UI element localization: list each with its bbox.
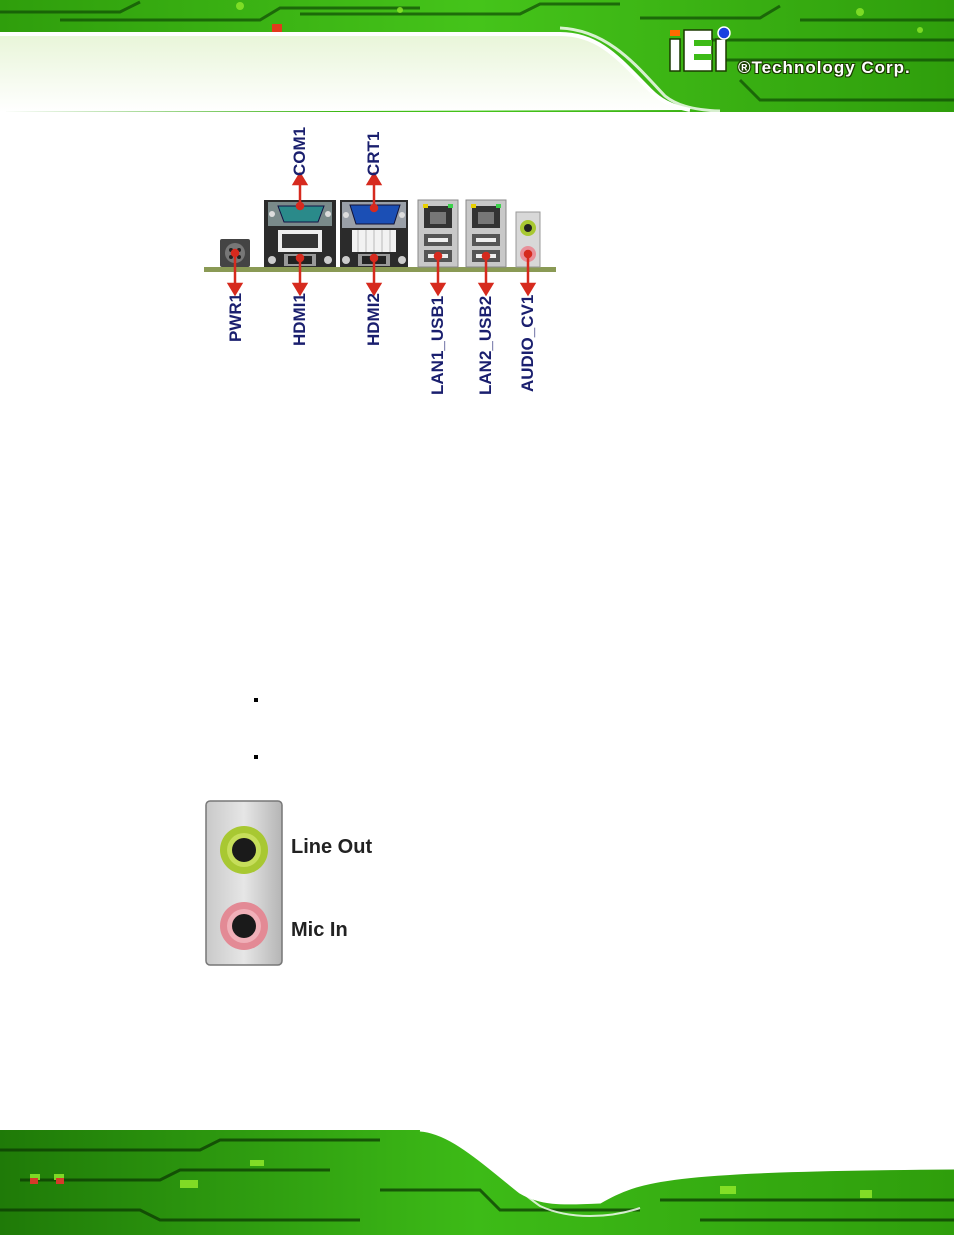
audio-cv1-connector: [515, 211, 541, 268]
audio-jack-panel: [205, 800, 283, 966]
label-crt1: CRT1: [364, 131, 383, 176]
label-hdmi2: HDMI2: [364, 293, 383, 346]
label-audio-cv1: AUDIO_CV1: [518, 294, 537, 392]
rear-io-panel-figure: COM1 CRT1 PWR1 HDMI1 HDMI2 LAN1_USB1 LAN…: [200, 126, 560, 400]
iei-logo-icon: [669, 26, 731, 72]
label-pwr1: PWR1: [226, 292, 245, 342]
label-lan1-usb1: LAN1_USB1: [428, 295, 447, 395]
line-out-label: Line Out: [291, 836, 373, 858]
brand-text: ®Technology Corp.: [738, 58, 911, 77]
audio-connector-figure: Line Out Mic In: [205, 800, 405, 970]
label-hdmi1: HDMI1: [290, 293, 309, 346]
rear-panel-illustration: [204, 171, 556, 297]
com1-hdmi1-connector: [264, 200, 336, 267]
list-bullet: [254, 698, 258, 702]
mic-in-jack-icon: [220, 902, 268, 950]
list-bullet: [254, 755, 258, 759]
label-lan2-usb2: LAN2_USB2: [476, 295, 495, 395]
line-out-jack-icon: [220, 826, 268, 874]
mic-in-label: Mic In: [291, 919, 348, 941]
company-logo: ®Technology Corp.: [668, 24, 928, 84]
header-pcb-banner: [0, 0, 954, 112]
footer-pcb-banner: [0, 1123, 954, 1235]
label-com1: COM1: [290, 126, 309, 176]
